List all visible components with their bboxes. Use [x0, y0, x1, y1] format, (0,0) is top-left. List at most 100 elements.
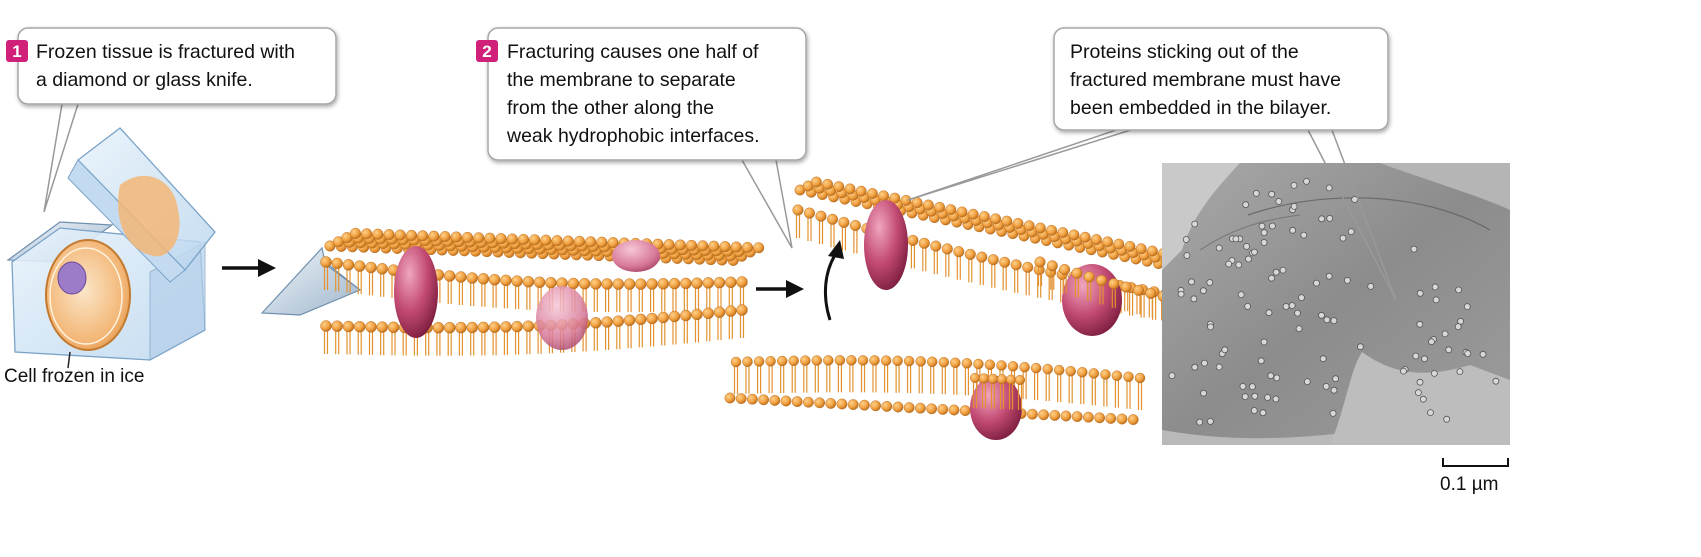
membrane-particle: [1347, 228, 1355, 236]
membrane-particle: [1289, 226, 1297, 234]
membrane-particle: [1260, 229, 1268, 237]
membrane-particle: [1190, 295, 1198, 303]
membrane-particle: [1191, 363, 1199, 371]
membrane-particle: [1415, 389, 1422, 397]
membrane-particle: [1272, 268, 1280, 276]
membrane-particle: [1290, 202, 1298, 210]
membrane-inner-leaflet-front: [320, 304, 748, 356]
scale-bar: [1442, 458, 1509, 467]
membrane-particle: [1201, 359, 1208, 367]
membrane-particle: [1207, 323, 1214, 331]
membrane-particle: [1318, 311, 1325, 319]
membrane-particle: [1237, 291, 1245, 299]
membrane-particle: [1454, 323, 1462, 331]
membrane-particle: [1182, 236, 1190, 243]
membrane-particle: [1329, 409, 1337, 417]
membrane-particle: [1268, 190, 1276, 198]
protein-lower: [536, 286, 588, 350]
membrane-particle: [1252, 189, 1260, 197]
protein-top: [612, 240, 660, 272]
membrane-particle: [1313, 279, 1320, 287]
membrane-particle: [1416, 320, 1424, 328]
membrane-particle: [1416, 378, 1424, 386]
membrane-particle: [1267, 372, 1275, 380]
membrane-particle: [1441, 330, 1449, 338]
membrane-particle: [1257, 357, 1265, 365]
membrane-particle: [1250, 407, 1258, 414]
membrane-particle: [1295, 325, 1303, 333]
membrane-particle: [1443, 415, 1451, 423]
membrane-particle: [1431, 283, 1439, 291]
scale-bar-label: 0.1 µm: [1440, 474, 1498, 495]
membrane-top-surface: [324, 227, 765, 266]
callout-1-line-2: a diamond or glass knife.: [36, 69, 253, 91]
membrane-particle: [1200, 389, 1207, 397]
membrane-particle: [1419, 395, 1427, 403]
membrane-particle: [1492, 377, 1500, 385]
intact-membrane-bilayer: [320, 227, 765, 356]
protein-upper-left: [864, 200, 908, 290]
arrow-right-icon: [222, 259, 276, 277]
membrane-particle: [1232, 235, 1240, 243]
membrane-particle: [1268, 274, 1275, 282]
membrane-particle: [1221, 346, 1229, 354]
membrane-particle: [1239, 382, 1247, 390]
membrane-particle: [1323, 316, 1331, 324]
membrane-particle: [1445, 346, 1453, 354]
callout-proteins: Proteins sticking out of the fractured m…: [1053, 27, 1389, 131]
membrane-particle: [1412, 352, 1420, 360]
membrane-particle: [1421, 355, 1428, 363]
membrane-particle: [1273, 374, 1281, 382]
protein-lower-leaflet: [970, 376, 1022, 440]
membrane-particle: [1245, 255, 1252, 263]
membrane-particle: [1215, 363, 1223, 371]
callout-3-line-2: fractured membrane must have: [1070, 69, 1341, 91]
membrane-particle: [1269, 222, 1276, 230]
membrane-particle: [1259, 409, 1267, 417]
membrane-particle: [1427, 409, 1434, 417]
membrane-particle: [1416, 289, 1424, 297]
membrane-particle: [1428, 338, 1435, 346]
membrane-particle: [1258, 222, 1266, 230]
membrane-particle: [1242, 201, 1250, 209]
protein-upper-right: [1062, 264, 1122, 336]
membrane-particle: [1330, 317, 1338, 325]
membrane-particle: [1357, 343, 1364, 351]
membrane-particle: [1243, 242, 1250, 250]
membrane-particle: [1479, 350, 1487, 358]
membrane-outer-leaflet-front: [320, 256, 748, 313]
membrane-particle: [1300, 231, 1308, 239]
membrane-particle: [1264, 394, 1271, 401]
lower-leaflet-back-row: [730, 355, 1146, 410]
callout-2-line-2: the membrane to separate: [507, 69, 736, 91]
membrane-particle: [1330, 386, 1338, 394]
membrane-particle: [1294, 309, 1301, 317]
membrane-particle: [1206, 279, 1214, 286]
membrane-particle: [1456, 368, 1464, 376]
membrane-particle: [1244, 302, 1251, 310]
membrane-particle: [1251, 392, 1259, 400]
membrane-particle: [1431, 369, 1438, 377]
membrane-particle: [1339, 234, 1347, 242]
protein-transmembrane: [394, 246, 438, 338]
membrane-particle: [1325, 272, 1333, 280]
membrane-particle: [1290, 181, 1298, 189]
cell-label: Cell frozen in ice: [4, 366, 144, 387]
membrane-particle: [1298, 294, 1305, 302]
membrane-particle: [1303, 177, 1310, 185]
callout-1-line-1: Frozen tissue is fractured with: [36, 41, 295, 63]
callout-2-line-4: weak hydrophobic interfaces.: [506, 125, 760, 147]
membrane-particle: [1200, 287, 1207, 295]
membrane-particle: [1410, 245, 1418, 253]
membrane-particle: [1168, 372, 1176, 380]
membrane-particle: [1318, 215, 1326, 223]
membrane-particle: [1188, 278, 1195, 286]
membrane-particle: [1260, 338, 1268, 346]
membrane-particle: [1463, 303, 1471, 311]
membrane-particle: [1260, 239, 1268, 246]
callout-3-line-1: Proteins sticking out of the: [1070, 41, 1299, 63]
membrane-particle: [1400, 367, 1407, 375]
fractured-lower-leaflet: [724, 355, 1146, 440]
membrane-particle: [1251, 248, 1258, 256]
